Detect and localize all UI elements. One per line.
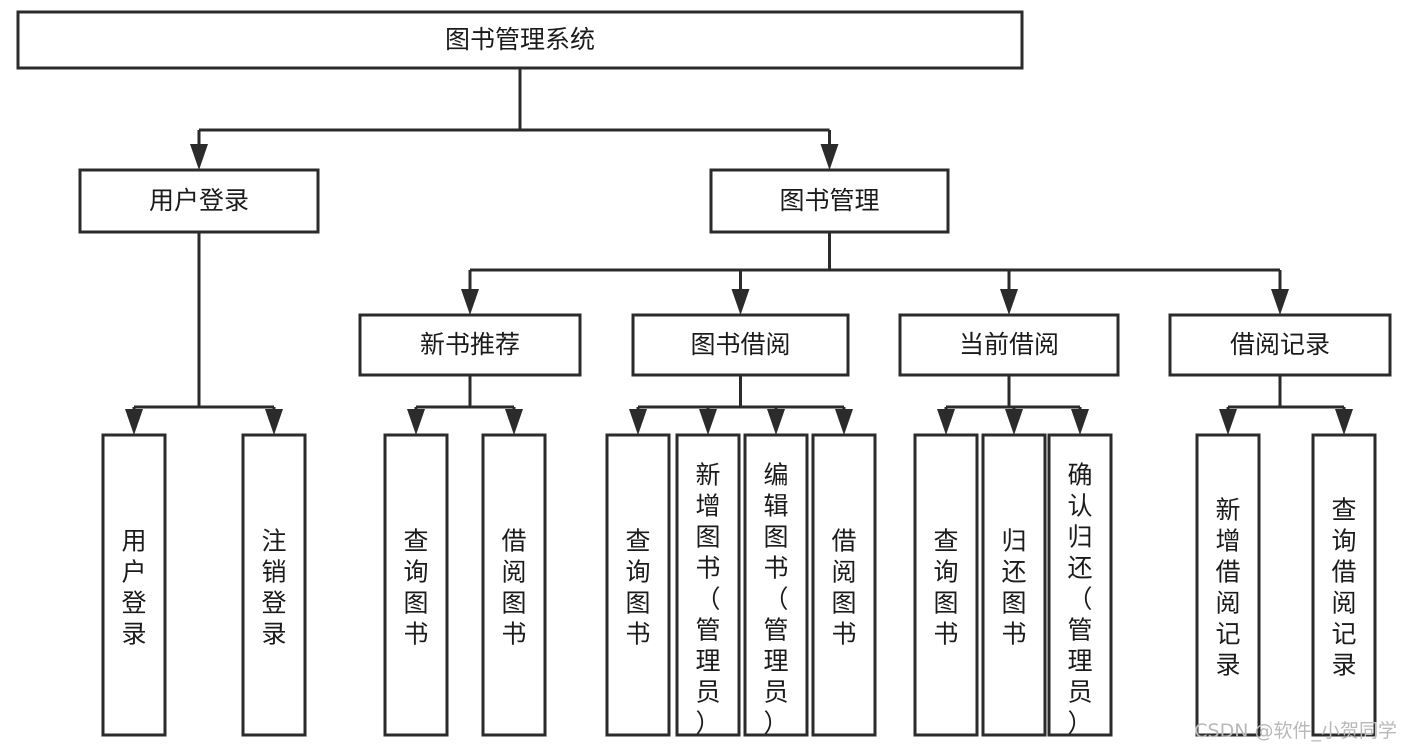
arrow-head-icon — [505, 409, 523, 435]
arrow-head-icon — [699, 409, 717, 435]
node-bookmgmt[interactable]: 图书管理 — [709, 168, 950, 234]
node-label: 注销登录 — [261, 527, 286, 649]
node-borrow[interactable]: 图书借阅 — [631, 313, 850, 377]
node-box[interactable] — [1311, 433, 1377, 737]
arrow-head-icon — [1000, 289, 1018, 315]
node-box[interactable] — [78, 168, 320, 234]
node-box[interactable] — [605, 433, 671, 737]
node-label: 新书推荐 — [420, 330, 520, 359]
node-label: 用户登录 — [149, 186, 249, 215]
node-label: 图书管理 — [779, 186, 879, 215]
node-box[interactable] — [709, 168, 950, 234]
node-label: 新增借阅记录 — [1215, 496, 1240, 680]
connector-group — [461, 232, 1289, 315]
node-box[interactable] — [241, 433, 307, 737]
node-leaf-cur-return[interactable]: 归还图书 — [981, 433, 1047, 737]
node-layer: 图书管理系统用户登录图书管理新书推荐图书借阅当前借阅借阅记录用户登录注销登录查询… — [16, 10, 1392, 738]
node-leaf-nb-query[interactable]: 查询图书 — [383, 433, 449, 737]
node-current[interactable]: 当前借阅 — [898, 313, 1120, 377]
connector-group — [1219, 375, 1353, 435]
node-newbook[interactable]: 新书推荐 — [358, 313, 582, 377]
node-leaf-user-login[interactable]: 用户登录 — [101, 433, 167, 737]
arrow-head-icon — [731, 289, 750, 315]
node-box[interactable] — [1047, 433, 1113, 737]
arrow-head-icon — [461, 289, 479, 315]
connector-group — [629, 375, 853, 435]
connector-group — [407, 375, 523, 435]
arrow-head-icon — [1335, 409, 1353, 435]
node-login[interactable]: 用户登录 — [78, 168, 320, 234]
node-box[interactable] — [631, 313, 850, 377]
node-leaf-nb-borrow[interactable]: 借阅图书 — [481, 433, 547, 737]
node-label: 新增图书（管理员） — [695, 461, 720, 738]
arrow-head-icon — [190, 144, 208, 170]
node-label: 查询图书 — [933, 527, 958, 649]
arrow-head-icon — [1071, 409, 1089, 435]
node-box[interactable] — [898, 313, 1120, 377]
arrow-head-icon — [937, 409, 955, 435]
arrow-head-icon — [407, 409, 425, 435]
node-box[interactable] — [1168, 313, 1392, 377]
node-box[interactable] — [675, 433, 741, 737]
node-leaf-bk-edit[interactable]: 编辑图书（管理员） — [743, 433, 809, 738]
arrow-head-icon — [835, 409, 853, 435]
node-leaf-bk-query[interactable]: 查询图书 — [605, 433, 671, 737]
node-box[interactable] — [913, 433, 979, 737]
arrow-head-icon — [1005, 409, 1023, 435]
connector-layer — [125, 68, 1353, 435]
node-records[interactable]: 借阅记录 — [1168, 313, 1392, 377]
node-box[interactable] — [1195, 433, 1261, 737]
arrow-head-icon — [265, 409, 283, 435]
node-label: 借阅记录 — [1230, 330, 1330, 359]
node-label: 归还图书 — [1001, 527, 1026, 649]
node-leaf-user-logout[interactable]: 注销登录 — [241, 433, 307, 737]
connector-group — [125, 232, 283, 435]
node-label: 图书借阅 — [690, 330, 790, 359]
node-label: 借阅图书 — [501, 527, 526, 649]
node-box[interactable] — [358, 313, 582, 377]
node-leaf-cur-query[interactable]: 查询图书 — [913, 433, 979, 737]
node-label: 借阅图书 — [831, 527, 856, 649]
node-leaf-cur-confirm[interactable]: 确认归还（管理员） — [1047, 433, 1113, 738]
node-box[interactable] — [481, 433, 547, 737]
node-leaf-rec-query[interactable]: 查询借阅记录 — [1311, 433, 1377, 737]
arrow-head-icon — [767, 409, 785, 435]
arrow-head-icon — [820, 144, 839, 170]
connector-group — [190, 68, 839, 170]
node-label: 查询图书 — [403, 527, 428, 649]
node-box[interactable] — [383, 433, 449, 737]
node-label: 当前借阅 — [959, 330, 1059, 359]
node-box[interactable] — [811, 433, 877, 737]
node-label: 确认归还（管理员） — [1067, 461, 1092, 738]
node-label: 查询图书 — [625, 527, 650, 649]
arrow-head-icon — [125, 409, 143, 435]
node-leaf-bk-add[interactable]: 新增图书（管理员） — [675, 433, 741, 738]
node-box[interactable] — [101, 433, 167, 737]
node-label: 用户登录 — [121, 527, 146, 649]
node-leaf-rec-add[interactable]: 新增借阅记录 — [1195, 433, 1261, 737]
arrow-head-icon — [629, 409, 647, 435]
node-box[interactable] — [981, 433, 1047, 737]
arrow-head-icon — [1271, 289, 1289, 315]
node-leaf-bk-borrow[interactable]: 借阅图书 — [811, 433, 877, 737]
node-label: 图书管理系统 — [445, 25, 595, 54]
node-root[interactable]: 图书管理系统 — [16, 10, 1024, 70]
node-box[interactable] — [16, 10, 1024, 70]
arrow-head-icon — [1219, 409, 1237, 435]
node-box[interactable] — [743, 433, 809, 737]
node-label: 编辑图书（管理员） — [763, 461, 788, 738]
connector-group — [937, 375, 1089, 435]
node-label: 查询借阅记录 — [1331, 496, 1356, 680]
